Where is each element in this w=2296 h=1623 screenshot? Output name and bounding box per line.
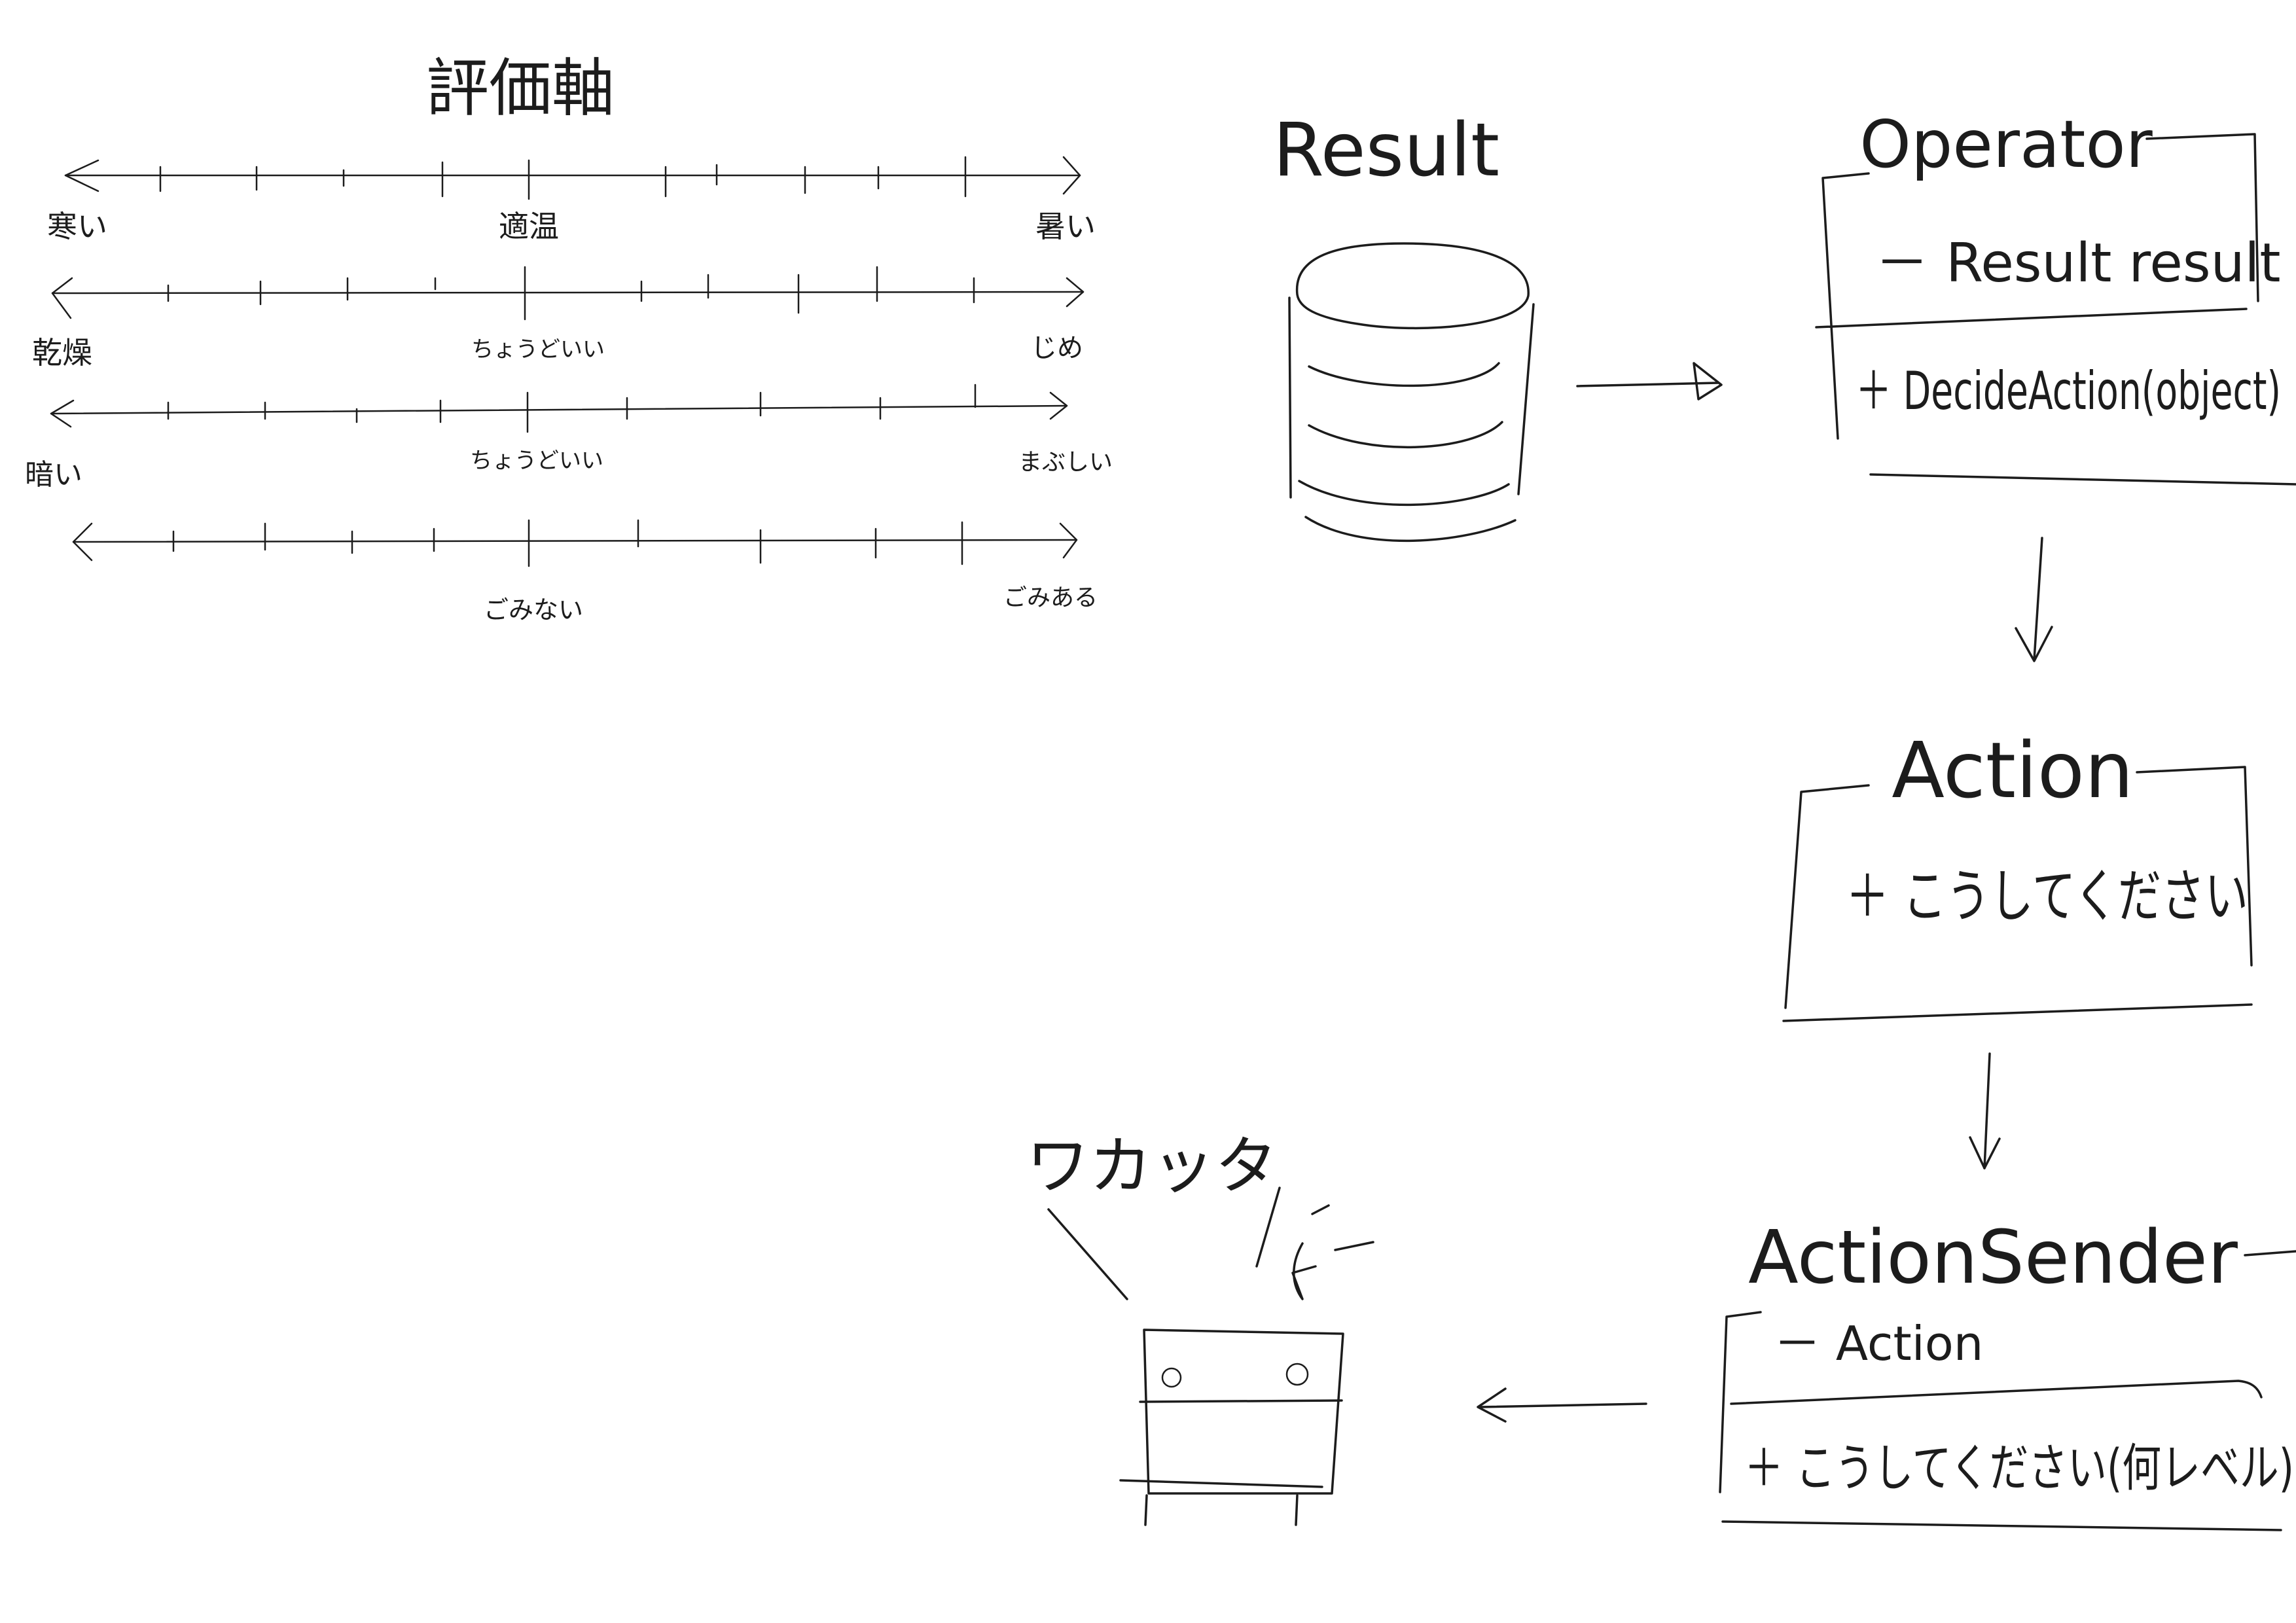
result-label: Result [1273,108,1499,193]
right-arrowhead [1066,277,1085,308]
axis-ticks [167,266,975,321]
left-arrowhead [51,277,73,319]
axis-line [51,291,1085,294]
action-sender-method: ＋ こうしてください(何レベル) [1744,1439,2294,1498]
axis-center-label: ちょうどいい [471,336,605,363]
axis-brightness: 暗い ちょうどいい まぶしい [25,383,1113,491]
operator-class: Operator － Result result ＋ DecideAction(… [1815,106,2296,486]
arrow-sender-to-robot [1477,1387,1647,1423]
axis-ticks [159,156,967,200]
axis-line [72,539,1078,543]
evaluation-axes: 評価軸 寒い 適温 暑い 乾燥 ちょうどいい じめ 暗い [25,52,1113,624]
action-sender-class: ActionSender － Action ＋ こうしてください(何レベル) [1719,1215,2296,1531]
action-sender-class-name: ActionSender [1748,1215,2238,1300]
arrow-operator-to-action [2015,537,2053,662]
right-arrowhead [1059,522,1078,559]
excitement-lines [1047,1186,1374,1300]
axis-right-label: じめ [1031,333,1083,363]
action-class-name: Action [1892,725,2134,815]
axis-left-label: 寒い [47,209,107,244]
arrow-result-to-operator [1576,362,1723,401]
left-arrowhead [50,399,75,428]
action-class: Action ＋ こうしてください [1782,725,2253,1022]
right-arrowhead [1049,391,1068,420]
axis-center-label: ちょうどいい [470,448,603,474]
robot: ワカッタ [1026,1130,1374,1526]
right-arrowhead [1062,156,1081,195]
axis-dust: ごみない ごみある [72,519,1098,624]
robot-speech: ワカッタ [1026,1130,1278,1203]
left-arrowhead [72,522,93,562]
class-box-frame [1719,1250,2296,1531]
axis-line [50,404,1068,415]
axis-temperature: 寒い 適温 暑い [47,156,1096,244]
database-icon [1288,242,1535,543]
operator-class-name: Operator [1859,106,2153,183]
axes-title: 評価軸 [426,52,615,125]
action-method: ＋ こうしてください [1846,863,2248,930]
class-box-frame [1782,766,2253,1022]
left-arrowhead [64,159,99,192]
operator-method: ＋ DecideAction(object) [1856,361,2281,421]
axis-ticks [172,519,963,567]
operator-field: － Result result [1875,232,2280,294]
axis-ticks [167,383,977,433]
axis-right-label: 暑い [1035,209,1096,244]
axis-center-label: ごみない [484,596,583,624]
action-sender-field: － Action [1774,1316,1983,1371]
robot-icon [1119,1329,1344,1526]
axis-humidity: 乾燥 ちょうどいい じめ [32,266,1085,370]
axis-right-label: ごみある [1003,584,1098,611]
axis-right-label: まぶしい [1018,449,1113,476]
arrow-action-to-sender [1969,1052,2001,1169]
axis-left-label: 乾燥 [32,335,92,370]
class-box-frame [1815,133,2296,486]
axis-left-label: 暗い [25,458,82,491]
result-store: Result [1273,108,1535,543]
axis-center-label: 適温 [499,209,559,244]
